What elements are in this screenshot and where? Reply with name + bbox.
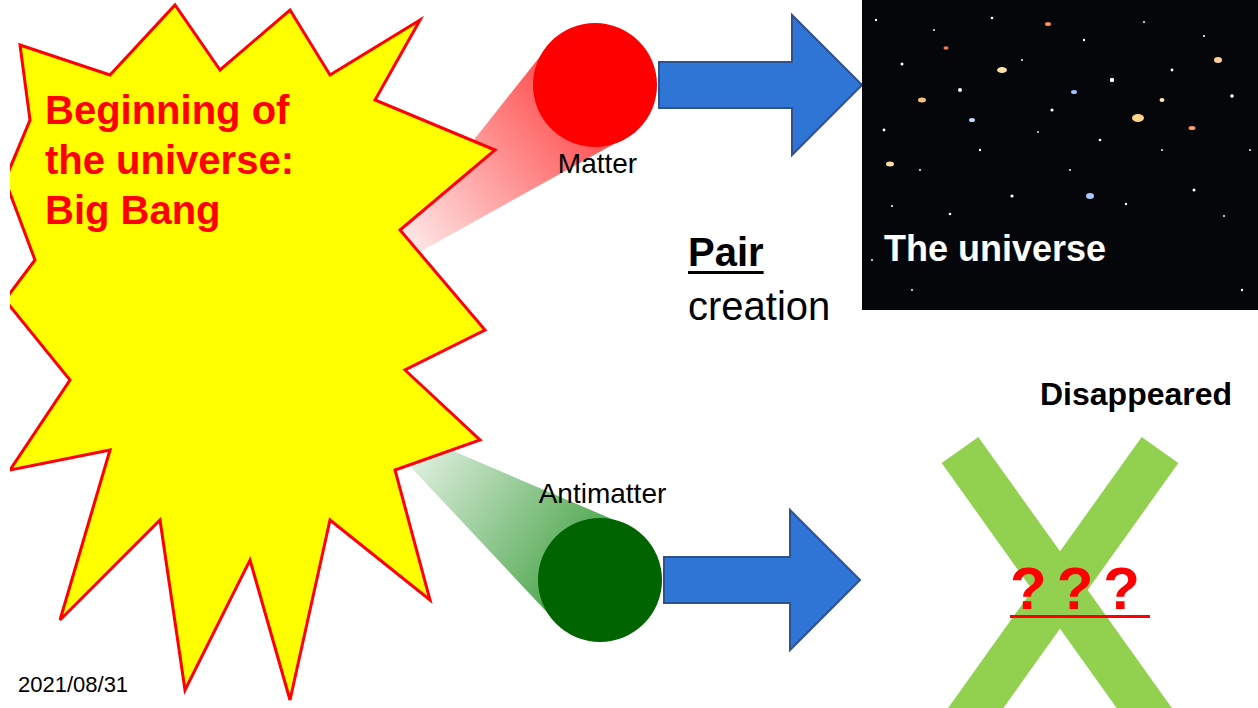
block-arrow	[664, 510, 860, 650]
matter-label: Matter	[525, 148, 670, 180]
universe-label: The universe	[884, 228, 1106, 270]
antimatter-label: Antimatter	[530, 478, 675, 510]
creation-label: creation	[688, 282, 830, 330]
starburst: Beginning of the universe: Big Bang	[10, 0, 505, 705]
block-arrow	[659, 15, 862, 155]
matter-circle: Matter	[525, 18, 670, 178]
question-marks: ???	[1000, 555, 1160, 623]
disappeared-label: Disappeared	[1040, 375, 1232, 413]
antimatter-circle: Antimatter	[530, 478, 675, 648]
date-label: 2021/08/31	[18, 672, 128, 698]
cross-mark: Disappeared???	[860, 370, 1258, 708]
cross-mark-shape	[860, 370, 1258, 708]
pair-label: Pair	[688, 228, 764, 276]
burst-label: Beginning of the universe: Big Bang	[45, 85, 355, 235]
universe-photo-box: The universe	[862, 0, 1258, 310]
